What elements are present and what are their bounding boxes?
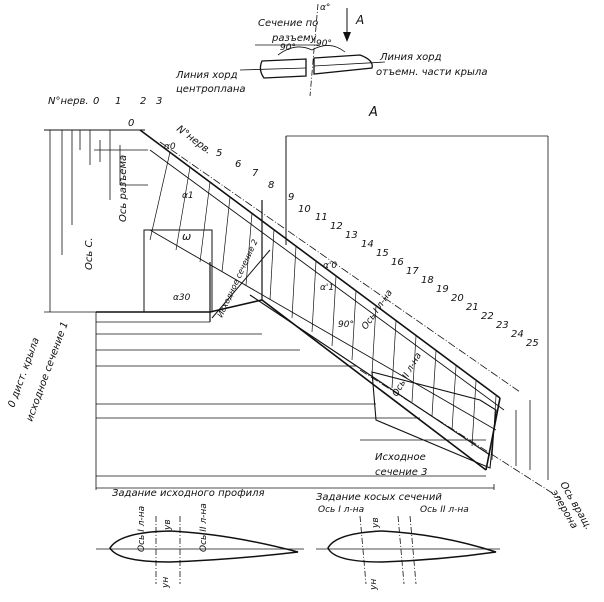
inset-angle-right: 90° [316,39,332,49]
rib-16: 16 [391,257,404,268]
os-I-label: Ось I л-на [360,288,395,332]
rib-top-2: 2 [140,96,146,107]
alpha0-label: α0 [164,142,176,152]
centre-box [143,229,213,313]
omega-label: ω [182,230,191,243]
rib-top-0: 0 [93,96,99,107]
profile-right-axis-1 [359,515,367,585]
alpha1p-label: α'1 [320,283,334,293]
profile-left: Ось I л-на Ось II л-на yв yн [96,503,304,589]
alpha0p-label: α'0 [323,261,337,271]
rib-25: 25 [526,338,539,349]
wing-planform [44,129,561,499]
rib-7: 7 [252,168,259,179]
section-2-line [211,249,271,319]
view-a-label: A [368,105,378,120]
trailing-edge [96,299,487,471]
rib-18: 18 [421,275,434,286]
rib-diag-numbers: 5 6 7 8 9 10 11 12 13 14 15 16 17 18 19 … [216,148,539,349]
deg90-label: 90° [338,320,354,330]
rib-12: 12 [330,221,343,232]
profile-right-axis-3 [409,515,417,585]
rib-9: 9 [288,192,294,203]
rib-17: 17 [406,266,419,277]
spar-front [149,149,505,411]
arrow-a-head [343,32,351,42]
spar-mid [149,229,497,431]
rib-6: 6 [235,159,241,170]
dist-b-label: исходное сечение 1 [24,320,70,423]
aileron-axis-2 [359,369,561,499]
leading-edge [139,129,501,399]
profile-right-shape [327,530,497,563]
inset-section-label-1: Сечение по [258,18,318,29]
os-c-label: Ось С. [84,237,95,270]
rib-11: 11 [315,212,328,223]
os-razema-label: Ось разъема [118,155,129,222]
inset-chord-right-2: отъемн. части крыла [376,67,487,78]
rib-22: 22 [481,311,494,322]
profile-left-yn: yн [161,577,171,589]
bottom-dimensions [95,136,549,490]
profile-left-os-II: Ось II л-на [199,503,209,552]
inset-chord-right [313,61,386,67]
aileron-axis [159,141,521,393]
rib-13: 13 [345,230,358,241]
iskhodnoe3-b: сечение 3 [375,467,427,478]
rib-20: 20 [451,293,464,304]
zadanie-ish-label: Задание исходного профиля [112,488,265,499]
spar-rear [249,294,491,456]
rib-header: N°нерв. [48,96,89,107]
inset-section-label-2: разъему [271,33,318,44]
rib-top-1: 1 [115,96,121,107]
rib-19: 19 [436,284,449,295]
profile-left-yv: yв [163,519,173,531]
iskhodnoe2-label: Исходное сечение 2 [216,238,260,319]
inset-profile-left [259,58,307,79]
profile-left-os-I: Ось I л-на [137,506,147,552]
rib-21: 21 [466,302,479,313]
profile-right-axis-2 [397,515,405,585]
alpha1-label: α1 [182,191,194,201]
inset-profile-right [313,54,373,75]
rib-14: 14 [361,239,374,250]
profile-right: Ось I л-на Ось II л-на yв yн [316,505,500,591]
inset-angle-left: 90° [280,43,296,53]
inset-chord-left-1: Линия хорд [175,70,238,81]
rib-23: 23 [496,320,509,331]
rib-5: 5 [216,148,222,159]
profile-right-yv: yв [371,517,381,529]
profile-right-os-I: Ось I л-на [318,505,364,515]
inset-section-view: Сечение по разъему α° A 90° 90° Линия хо… [175,3,487,97]
profile-left-shape [109,530,299,563]
rib-diag-header: N°нерв. [174,124,213,157]
inset-arc-right [311,45,346,53]
rib-top-3: 3 [156,96,162,107]
rib-24: 24 [511,329,524,340]
rib-8: 8 [268,180,274,191]
rib-lines [149,151,497,461]
rib-15: 15 [376,248,389,259]
inset-chord-left-2: центроплана [176,84,246,95]
arrow-a-label: A [355,13,364,27]
zadanie-kos-label: Задание косых сечений [316,492,442,503]
left-dimensions [44,130,148,313]
inset-arc-left [277,46,313,56]
iskhodnoe3-a: Исходное [375,452,426,463]
os-II-label: Ось II л-на [391,351,424,398]
inset-chord-right-1: Линия хорд [379,52,442,63]
profile-right-yn: yн [369,579,379,591]
inset-axis [309,3,319,97]
alpha30-label: α30 [173,293,191,303]
inset-angle-small: α° [320,3,330,13]
inset-chord-left [239,67,307,71]
rib-10: 10 [298,204,311,215]
rib-zero: 0 [128,118,134,129]
profile-right-os-II: Ось II л-на [420,505,469,515]
